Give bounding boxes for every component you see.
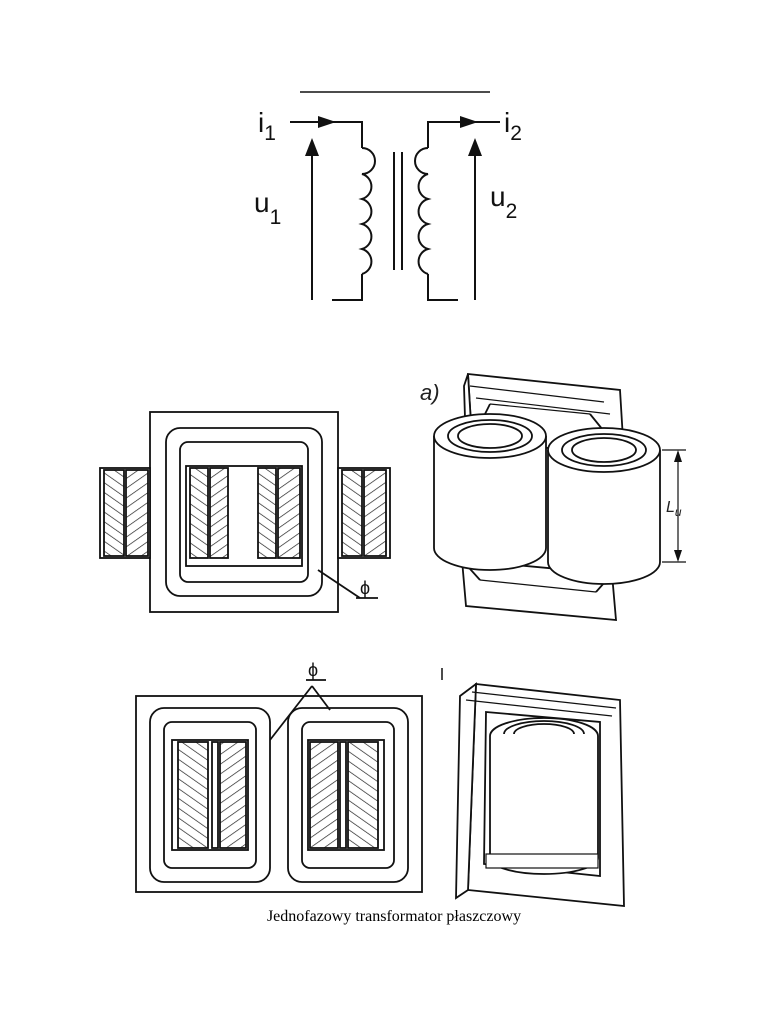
core-type-cross-section [99,411,391,613]
figure-tag-a: a) [420,380,440,405]
shell-outer-frame [135,695,423,893]
secondary-coil [414,147,432,275]
flux-leader [317,569,361,599]
flux-symbol-a: ϕ [360,578,370,598]
core-type-3d-view [433,372,686,621]
primary-top-lead [290,121,363,148]
transformer-circuit-symbol [290,91,500,301]
i2-label: i2 [504,107,522,145]
u2-label: u2 [490,181,517,223]
u1-label: u1 [254,187,281,229]
figure-caption: Jednofazowy transformator płaszczowy [266,908,522,925]
flux-symbol-b: ϕ [308,660,318,680]
shell-type-cross-section [135,679,423,893]
i1-label: i1 [258,107,276,145]
primary-coil [358,147,376,275]
secondary-bottom-lead [427,274,458,301]
dimension-label: Lu [666,499,682,519]
shell-type-3d-view [455,682,625,907]
flux-path-outer [165,427,323,597]
primary-bottom-lead [332,274,363,301]
flux-path-inner [179,441,309,583]
